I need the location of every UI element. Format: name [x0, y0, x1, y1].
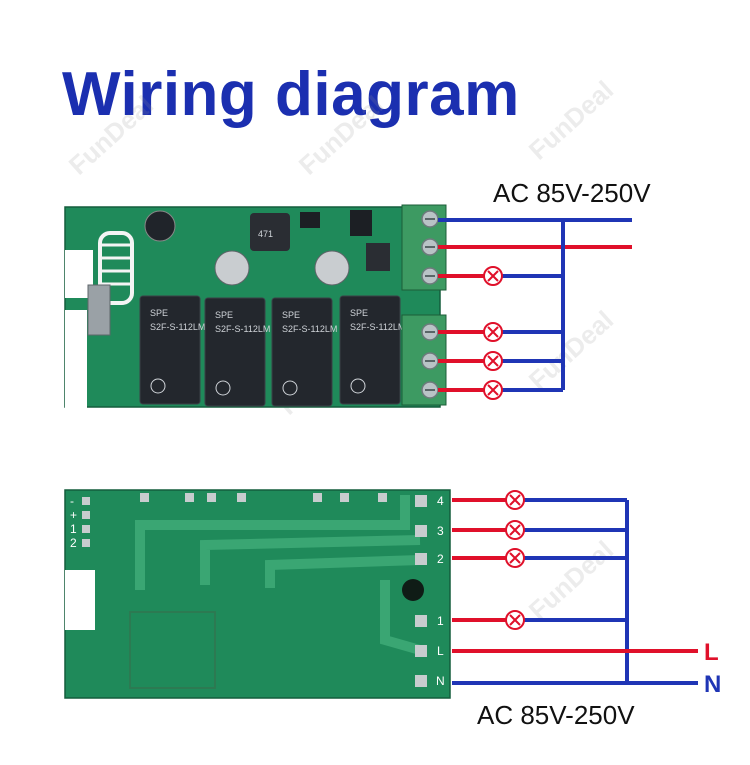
lamp-load-icon	[505, 548, 525, 568]
back-wiring: L N	[452, 490, 721, 698]
top-supply-label: AC 85V-250V	[493, 178, 651, 208]
inductor-marking: 471	[258, 229, 273, 239]
capacitor	[314, 250, 350, 286]
terminal-screw	[421, 210, 439, 228]
relay-model: S2F-S-112LM	[150, 322, 205, 332]
crystal-oscillator	[87, 284, 111, 336]
back-pcb: 4 3 2 1 L N - + 1 2	[64, 489, 451, 699]
lamp-load-icon	[483, 380, 503, 400]
inductor	[250, 213, 290, 251]
diagram-title: Wiring diagram	[62, 60, 520, 129]
lamp-load-icon	[483, 351, 503, 371]
pin-label: -	[70, 494, 74, 508]
lamp-load-icon	[483, 266, 503, 286]
terminal-screw	[421, 267, 439, 285]
live-label: L	[704, 639, 719, 666]
antenna-coil	[98, 231, 134, 305]
capacitor	[144, 210, 176, 242]
terminal-screw	[421, 352, 439, 370]
relay-brand: SPE	[350, 308, 368, 318]
relay-brand: SPE	[150, 308, 168, 318]
relay-model: S2F-S-112LM	[282, 324, 337, 334]
neutral-label: N	[704, 671, 721, 698]
terminal-screw	[421, 381, 439, 399]
relay-brand: SPE	[282, 310, 300, 320]
pin-label: 2	[70, 536, 77, 550]
ic-chip	[366, 243, 390, 271]
bottom-supply-label: AC 85V-250V	[477, 700, 635, 730]
relay: SPE S2F-S-112LM	[339, 295, 405, 405]
pin-label: N	[436, 674, 445, 688]
relay: SPE S2F-S-112LM	[271, 297, 337, 407]
lamp-load-icon	[505, 520, 525, 540]
relay-model: S2F-S-112LM	[215, 324, 270, 334]
pin-label: +	[70, 508, 77, 522]
pin-label: 4	[437, 494, 444, 508]
lamp-load-icon	[505, 490, 525, 510]
ic-chip	[300, 212, 320, 228]
relay-model: S2F-S-112LM	[350, 322, 405, 332]
mounting-hole	[402, 579, 424, 601]
pin-label: 1	[437, 614, 444, 628]
lamp-load-icon	[505, 610, 525, 630]
pin-label: 1	[70, 522, 77, 536]
pin-label: 3	[437, 524, 444, 538]
pin-label: 2	[437, 552, 444, 566]
pin-label: L	[437, 644, 444, 658]
front-pcb: 471 SPE S2F-S-112LM SPE S2F-S-112LM SPE …	[64, 204, 447, 410]
lamp-load-icon	[483, 322, 503, 342]
terminal-screw	[421, 323, 439, 341]
terminal-screw	[421, 238, 439, 256]
relay: SPE S2F-S-112LM	[139, 295, 205, 405]
relay: SPE S2F-S-112LM	[204, 297, 270, 407]
ic-chip	[350, 210, 372, 236]
relay-brand: SPE	[215, 310, 233, 320]
capacitor	[214, 250, 250, 286]
front-wiring	[438, 218, 632, 400]
